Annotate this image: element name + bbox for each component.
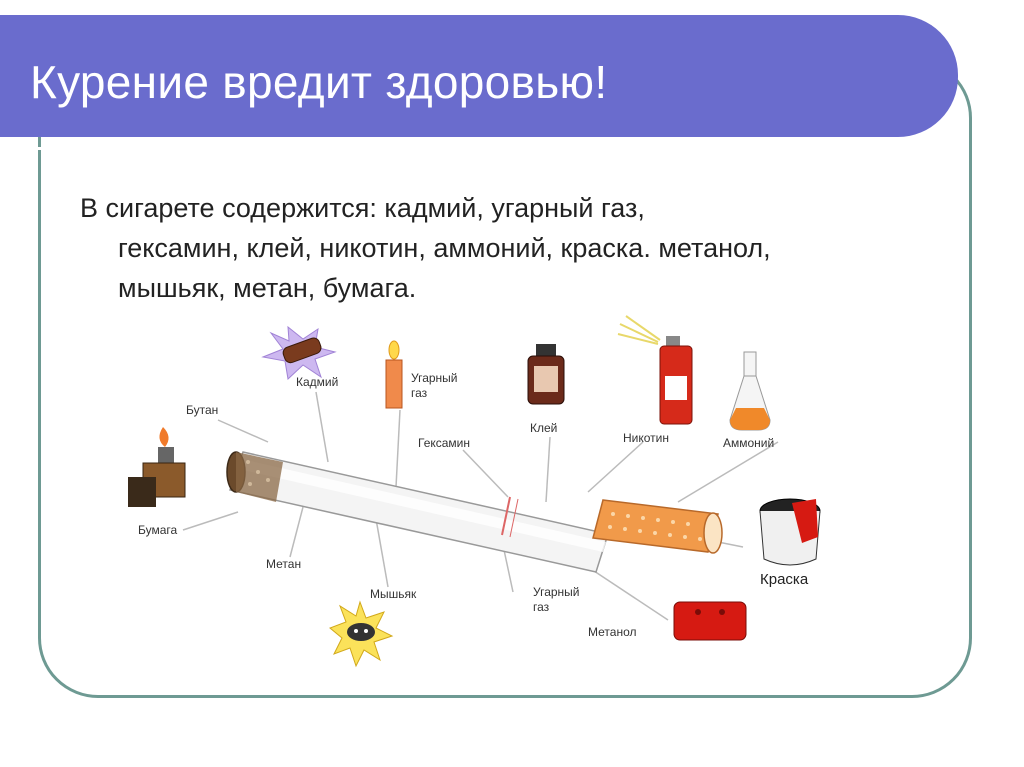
slide-title: Курение вредит здоровью! — [30, 56, 608, 108]
cigarette-filter — [592, 499, 719, 553]
title-bar: Курение вредит здоровью! — [0, 15, 958, 150]
slide-frame — [38, 58, 972, 698]
flask-icon — [729, 351, 771, 431]
label-geksamin: Гексамин — [418, 436, 470, 450]
candle-icon — [385, 340, 403, 409]
label-nikotin: Никотин — [623, 431, 669, 445]
cigarette-ingredients-illustration: Кадмий Бутан Угарный газ Гексамин Клей Н… — [118, 302, 873, 697]
cigarette — [226, 451, 723, 573]
body-line-3: мышьяк, метан, бумага. — [118, 273, 417, 303]
label-ugarny-gaz-bottom-1: Угарный — [533, 585, 580, 599]
title-underline — [0, 147, 905, 150]
label-myshyak: Мышьяк — [370, 587, 417, 601]
arsenic-icon — [329, 600, 394, 668]
paint-can-icon — [759, 498, 821, 566]
label-ammoniy: Аммоний — [723, 436, 774, 450]
label-butan: Бутан — [186, 403, 218, 417]
battery-icon — [261, 325, 337, 381]
label-bumaga: Бумага — [138, 523, 178, 537]
body-line-1: В сигарете содержится: кадмий, угарный г… — [80, 193, 645, 223]
label-kraska: Краска — [760, 571, 809, 588]
label-ugarny-gaz-top-1: Угарный — [411, 371, 458, 385]
lighter-icon — [128, 427, 186, 507]
label-ugarny-gaz-bottom-2: газ — [533, 600, 550, 614]
slide-body: В сигарете содержится: кадмий, угарный г… — [80, 188, 960, 308]
spray-can-icon — [617, 315, 693, 425]
label-kadmiy: Кадмий — [296, 375, 338, 389]
body-line-2: гексамин, клей, никотин, аммоний, краска… — [118, 233, 771, 263]
glue-bottle-icon — [527, 344, 565, 405]
label-ugarny-gaz-top-2: газ — [411, 386, 428, 400]
label-metanol: Метанол — [588, 625, 636, 639]
label-klei: Клей — [530, 421, 557, 435]
brick-icon — [673, 601, 747, 641]
label-metan: Метан — [266, 557, 301, 571]
